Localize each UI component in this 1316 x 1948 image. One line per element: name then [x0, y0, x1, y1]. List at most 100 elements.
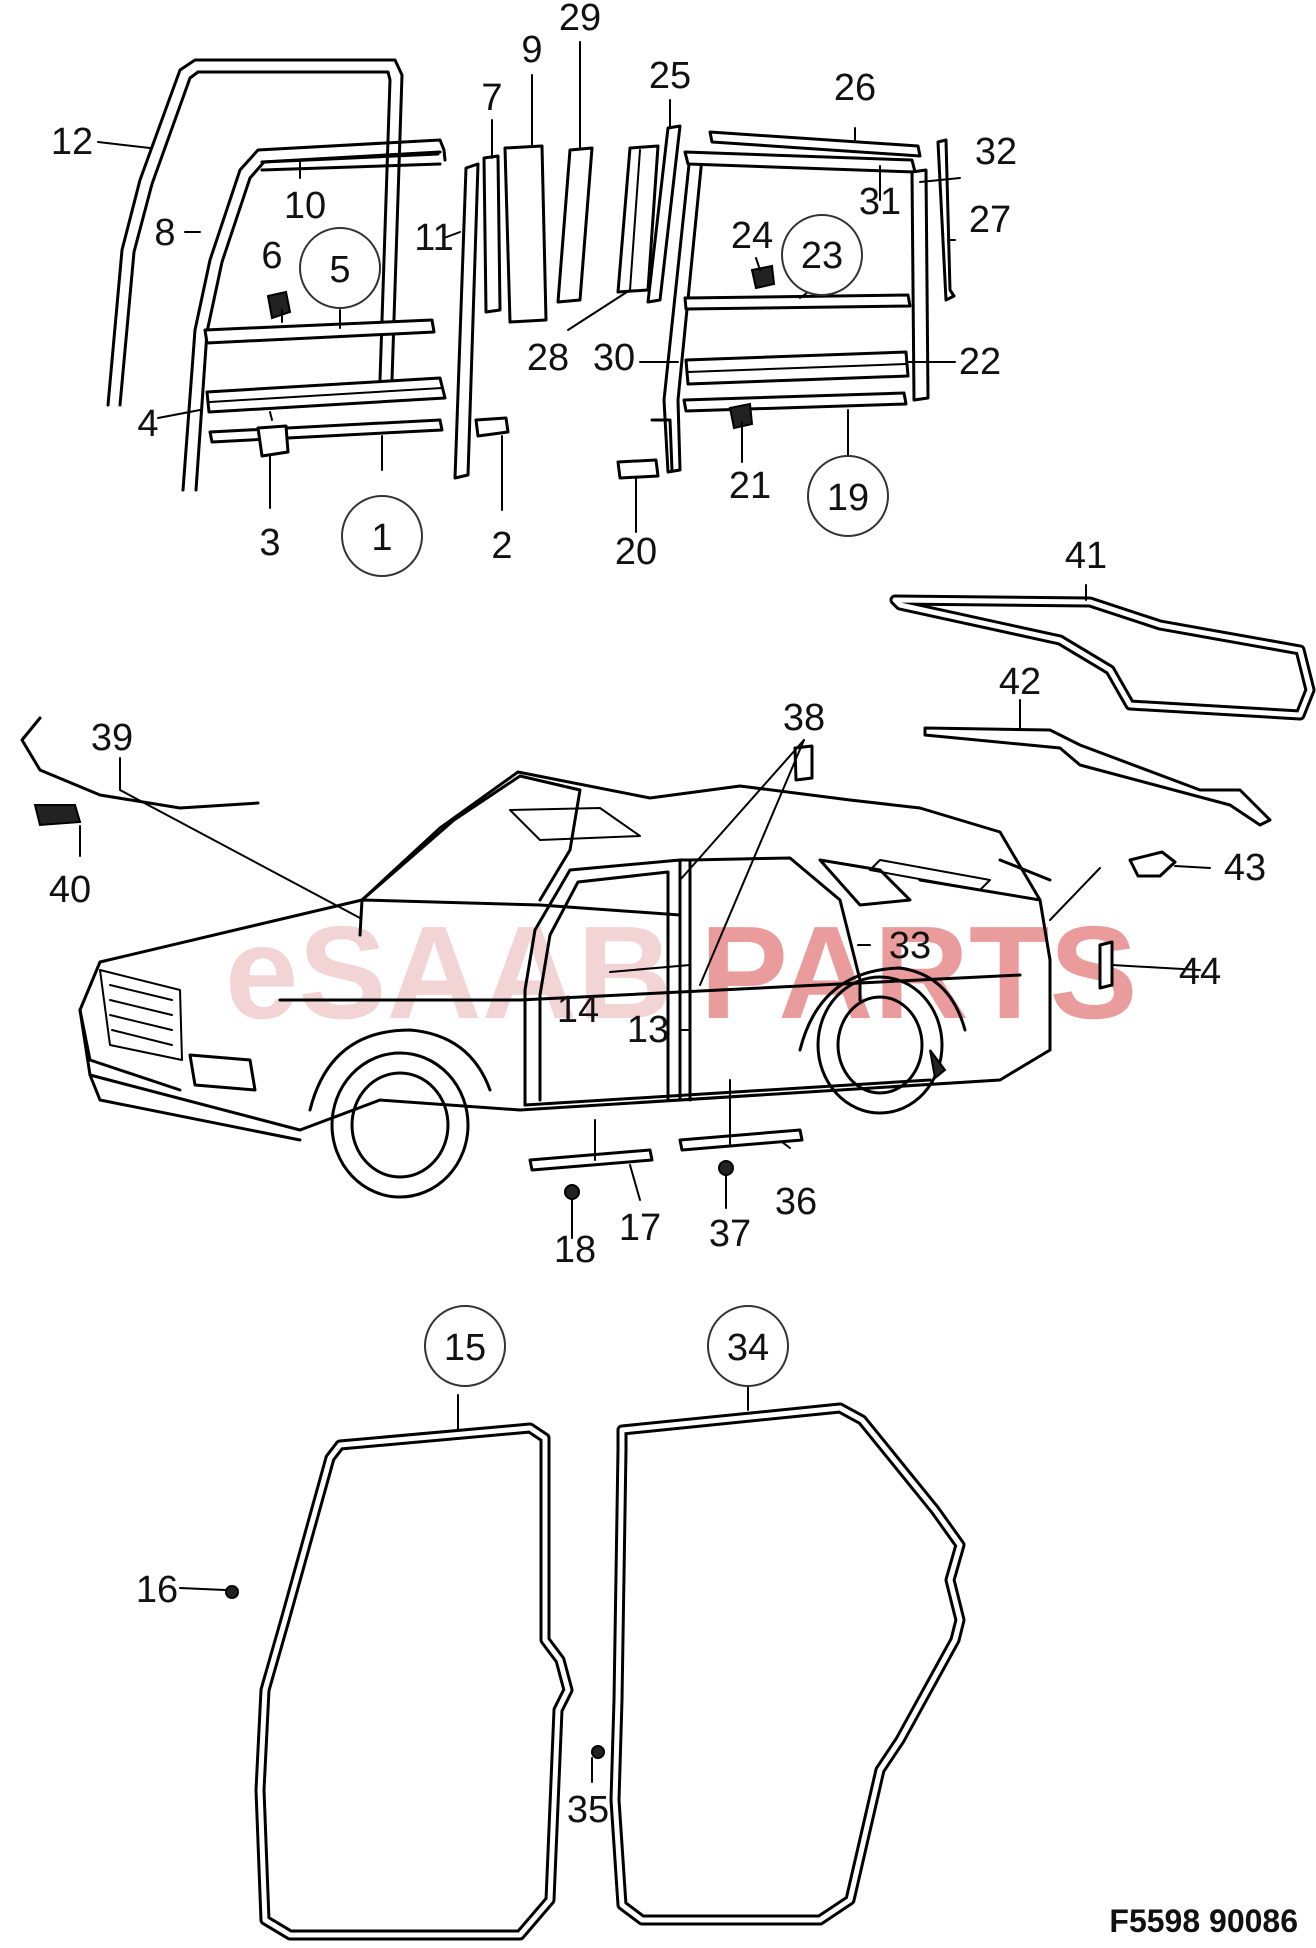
circle-34 [707, 1305, 789, 1387]
part-21-clip [728, 402, 754, 430]
part-24-clip [750, 264, 776, 290]
rear-door-window-group [616, 124, 956, 480]
part-2-clip [474, 416, 510, 438]
sunroof [509, 807, 641, 841]
figure-code: F5598 90086 [1109, 1903, 1298, 1939]
part-35-clip [591, 1745, 605, 1759]
part-17-sill-trim [528, 1148, 654, 1172]
callout-30: 30 [593, 337, 635, 379]
callout-40: 40 [49, 869, 91, 911]
callout-18: 18 [554, 1229, 596, 1271]
callout-6: 6 [261, 235, 282, 277]
part-26-top-strip [708, 130, 922, 158]
front-wheel [330, 1051, 470, 1199]
callout-23: 23 [801, 235, 843, 277]
callout-2: 2 [491, 525, 512, 567]
part-18-fastener [564, 1184, 580, 1200]
leader-lines [79, 41, 1211, 1783]
callout-39: 39 [91, 717, 133, 759]
part-10-upper-trim [260, 150, 442, 172]
circle-15 [424, 1305, 506, 1387]
part-3-clip [256, 424, 290, 458]
part-39-hood-seal [20, 716, 260, 810]
car-illustration [20, 594, 1316, 1200]
circle-19 [807, 455, 889, 537]
callout-3: 3 [259, 522, 280, 564]
rear-door-opening [688, 856, 862, 1102]
callout-26: 26 [834, 67, 876, 109]
callout-17: 17 [619, 1207, 661, 1249]
watermark-prefix: eSAAB [225, 899, 672, 1046]
callout-43: 43 [1224, 847, 1266, 889]
part-36-sill-trim [678, 1128, 804, 1152]
part-11-vertical-seal [453, 162, 480, 480]
callout-31: 31 [859, 181, 901, 223]
rear-wheel [816, 975, 944, 1115]
callout-10: 10 [284, 185, 326, 227]
callout-14: 14 [557, 989, 599, 1031]
callout-circles [299, 214, 889, 1387]
callout-36: 36 [775, 1181, 817, 1223]
callout-7: 7 [481, 77, 502, 119]
part-32-vertical-frame [910, 168, 930, 402]
part-8-window-channel [181, 138, 447, 492]
part-15-front-door-seal [254, 1422, 574, 1941]
circle-5 [299, 227, 381, 309]
callout-37: 37 [709, 1213, 751, 1255]
callout-20: 20 [615, 531, 657, 573]
part-25-vertical-seal [646, 124, 682, 304]
callout-21: 21 [729, 465, 771, 507]
callout-22: 22 [959, 341, 1001, 383]
callout-25: 25 [649, 55, 691, 97]
callout-13: 13 [627, 1009, 669, 1051]
callout-35: 35 [567, 1789, 609, 1831]
callout-44: 44 [1179, 951, 1221, 993]
callout-12: 12 [51, 121, 93, 163]
front-door-window-group [106, 58, 594, 492]
callout-27: 27 [969, 199, 1011, 241]
callout-32: 32 [975, 131, 1017, 173]
callout-16: 16 [136, 1569, 178, 1611]
callout-8: 8 [154, 212, 175, 254]
callout-15: 15 [444, 1327, 486, 1369]
part-29-vertical-trim [556, 146, 594, 304]
part-37-fastener [718, 1160, 734, 1176]
callout-33: 33 [889, 925, 931, 967]
callout-9: 9 [521, 29, 542, 71]
callout-19: 19 [827, 477, 869, 519]
part-5-rail [203, 318, 436, 345]
callout-38: 38 [783, 697, 825, 739]
callout-29: 29 [559, 0, 601, 39]
circle-23 [781, 214, 863, 296]
part-20-clip [616, 458, 660, 480]
part-27-vertical-trim [936, 138, 956, 302]
circle-1 [341, 495, 423, 577]
part-43-fuel-flap [1128, 850, 1177, 878]
part-44-trim [1098, 940, 1114, 990]
part-6-clip [266, 290, 292, 320]
callout-34: 34 [727, 1327, 769, 1369]
part-42-trunk-seal [923, 726, 1272, 827]
part-9-vertical-trim [503, 144, 548, 324]
callout-42: 42 [999, 661, 1041, 703]
callout-24: 24 [731, 215, 773, 257]
part-40-clip [33, 804, 82, 827]
part-23-rail [683, 293, 912, 311]
part-1-outer-belt-strip [208, 418, 444, 444]
callout-41: 41 [1065, 535, 1107, 577]
part-19-outer-belt-strip [682, 391, 908, 413]
part-34-rear-door-seal [609, 1402, 966, 1926]
rear-spoiler [869, 859, 991, 891]
callout-4: 4 [137, 403, 158, 445]
callout-5: 5 [329, 249, 350, 291]
callout-1: 1 [371, 517, 392, 559]
callout-28: 28 [527, 337, 569, 379]
callout-labels: 1 2 3 4 5 6 7 8 9 10 11 12 13 14 15 16 1… [49, 0, 1266, 1831]
door-seals [225, 1402, 966, 1941]
part-12-window-frame-seal [106, 58, 404, 407]
callout-11: 11 [414, 217, 453, 259]
part-16-clip [225, 1585, 239, 1599]
grille [99, 969, 183, 1061]
front-door-opening [523, 858, 682, 1107]
